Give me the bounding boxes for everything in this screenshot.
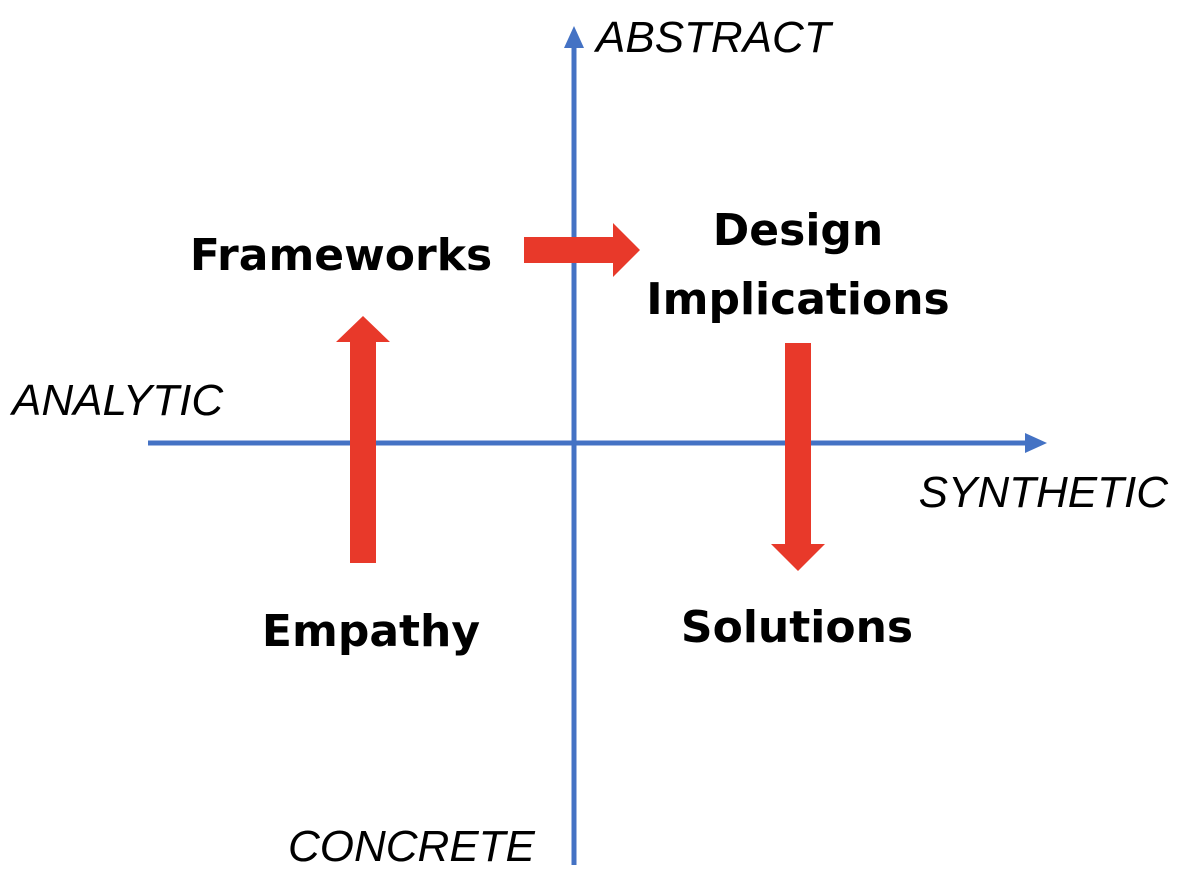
node-frameworks: Frameworks	[190, 230, 492, 281]
arrow-frameworks-to-design-implications	[524, 223, 640, 277]
node-solutions: Solutions	[681, 602, 913, 653]
arrow-design-implications-to-solutions	[771, 343, 825, 571]
horizontal-axis-arrowhead	[1025, 433, 1047, 453]
axis-label-abstract: ABSTRACT	[593, 13, 834, 62]
arrow-empathy-to-frameworks	[336, 316, 390, 563]
axis-label-synthetic: SYNTHETIC	[919, 468, 1170, 517]
vertical-axis-arrowhead	[564, 26, 584, 48]
node-design-implications-line1: Design	[713, 205, 883, 256]
axis-label-concrete: CONCRETE	[288, 822, 536, 871]
axis-label-analytic: ANALYTIC	[9, 376, 224, 425]
node-design-implications-line2: Implications	[646, 274, 950, 325]
node-empathy: Empathy	[262, 606, 480, 657]
